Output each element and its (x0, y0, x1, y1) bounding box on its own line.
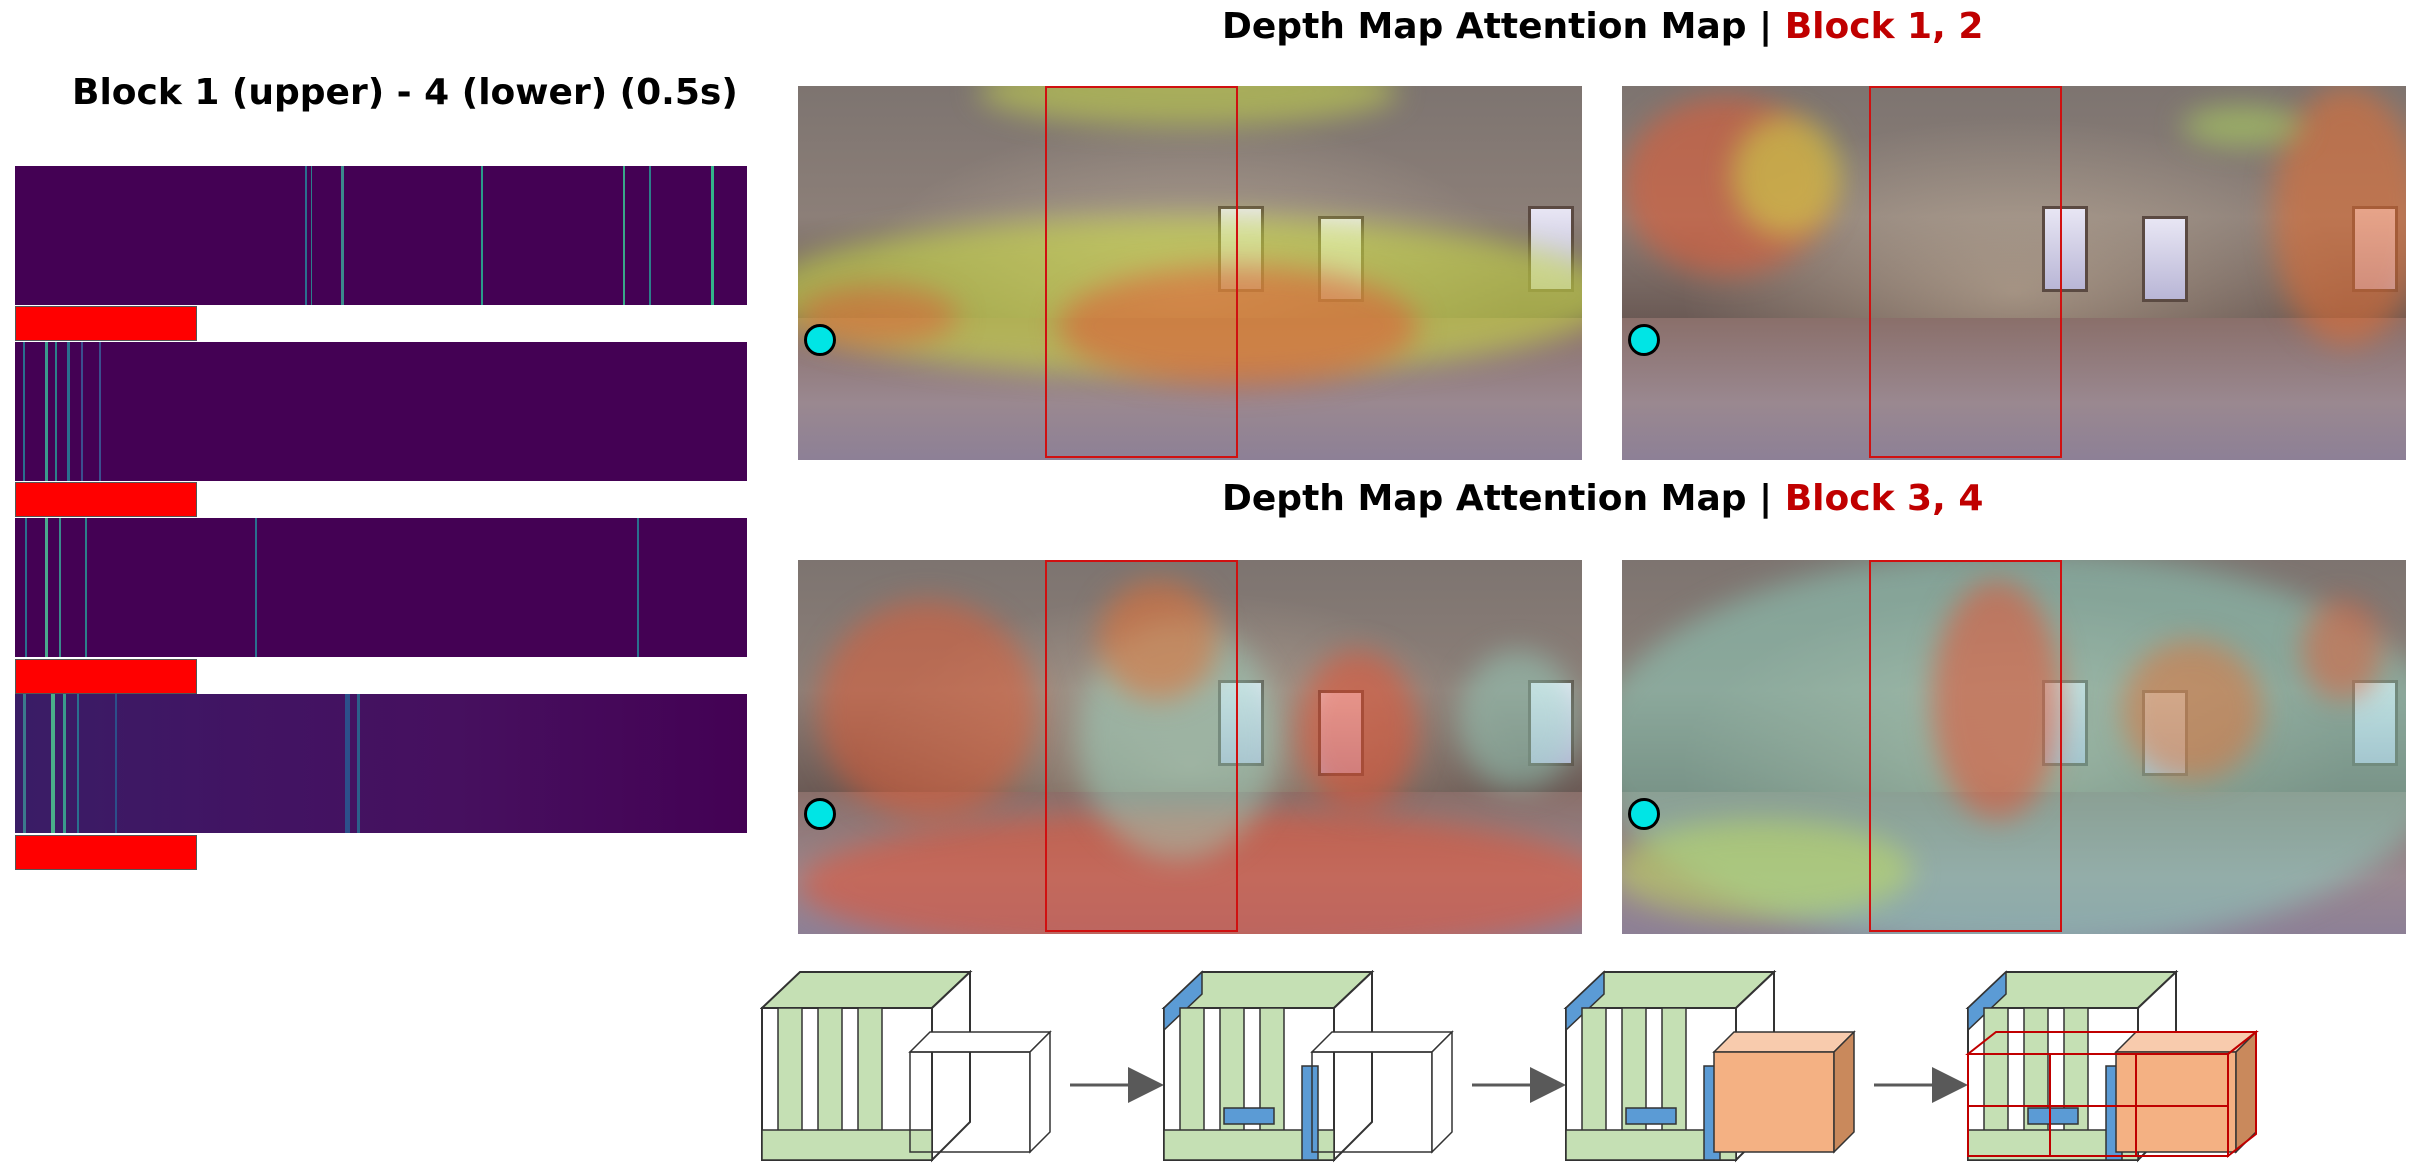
top-panel-header-prefix: Depth Map Attention Map | (1222, 6, 1785, 47)
voxel-stage-diagram (760, 970, 2259, 1163)
crop-region (1869, 560, 2062, 932)
middle-panel-header: Depth Map Attention Map | Block 3, 4 (1222, 478, 1983, 519)
strip-tab-block-2 (15, 482, 197, 517)
voxel-stage-4 (1965, 970, 2259, 1163)
camera-marker (804, 798, 836, 830)
strip-tab-block-1 (15, 306, 197, 341)
highlight-box (1965, 1029, 2259, 1159)
attention-strip-block-4 (15, 694, 747, 833)
top-panel-header-accent: Block 1, 2 (1784, 6, 1984, 47)
voxel-stage-1 (760, 970, 1052, 1163)
voxel-stage-3 (1563, 970, 1856, 1163)
attention-strip-block-3 (15, 518, 747, 657)
camera-marker (1628, 324, 1660, 356)
attention-panel-block-4 (1622, 560, 2406, 934)
strip-tab-block-3 (15, 659, 197, 694)
crop-region (1869, 86, 2062, 458)
attention-panel-block-2 (1622, 86, 2406, 460)
middle-panel-header-prefix: Depth Map Attention Map | (1222, 478, 1785, 519)
crop-region (1045, 560, 1238, 932)
crop-region (1045, 86, 1238, 458)
camera-marker (1628, 798, 1660, 830)
attention-strip-block-1 (15, 166, 747, 305)
attention-panel-block-3 (798, 560, 1582, 934)
top-panel-header: Depth Map Attention Map | Block 1, 2 (1222, 6, 1983, 47)
attention-panel-block-1 (798, 86, 1582, 460)
middle-panel-header-accent: Block 3, 4 (1784, 478, 1984, 519)
left-title: Block 1 (upper) - 4 (lower) (0.5s) (72, 72, 738, 113)
voxel-stage-2 (1161, 970, 1454, 1163)
attention-strip-block-2 (15, 342, 747, 481)
camera-marker (804, 324, 836, 356)
strip-tab-block-4 (15, 835, 197, 870)
